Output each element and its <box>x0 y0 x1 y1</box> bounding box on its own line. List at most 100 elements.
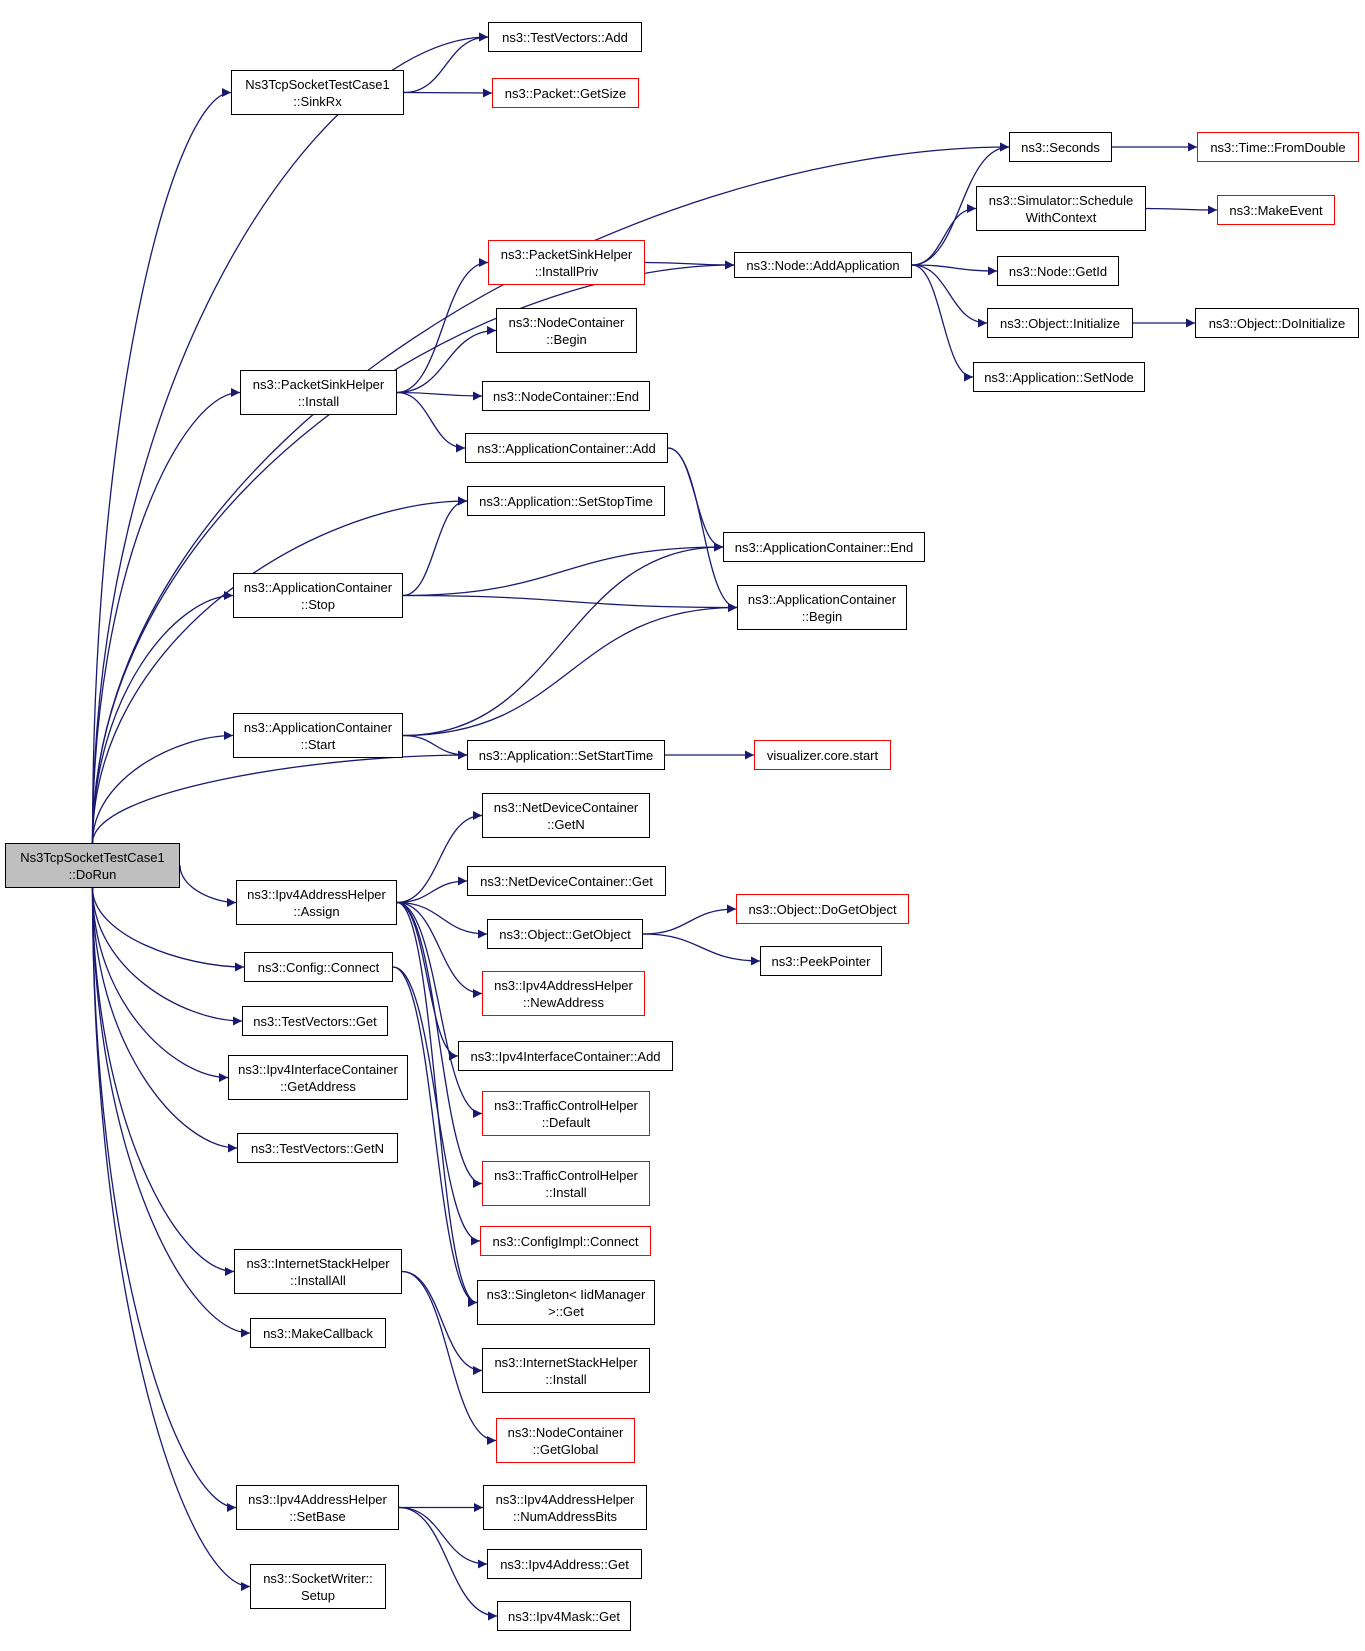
edge-n0-n14 <box>91 388 241 844</box>
node-label: ns3::PacketSinkHelper <box>252 376 385 392</box>
node-ns3-internetstackhelper-install[interactable]: ns3::InternetStackHelper::Install <box>482 1348 650 1393</box>
edge-n22-n21 <box>402 603 738 737</box>
node-ns3-singleton-iidmanager-get[interactable]: ns3::Singleton< IidManager >::Get <box>477 1280 655 1325</box>
node-ns3-makecallback[interactable]: ns3::MakeCallback <box>250 1318 386 1348</box>
node-ns3-nodecontainer-end[interactable]: ns3::NodeContainer::End <box>482 381 650 411</box>
node-ns3-ipv4addresshelper-setbase[interactable]: ns3::Ipv4AddressHelper::SetBase <box>236 1485 399 1530</box>
node-label: ns3::Ipv4InterfaceContainer::Add <box>470 1048 661 1064</box>
node-label: ns3::MakeCallback <box>263 1325 373 1341</box>
node-ns3-trafficcontrolhelper-default[interactable]: ns3::TrafficControlHelper::Default <box>482 1091 650 1136</box>
edge-n0-n33 <box>91 887 243 1026</box>
node-ns3-socketwriter-setup[interactable]: ns3::SocketWriter::Setup <box>250 1564 386 1609</box>
node-label: ::GetGlobal <box>532 1441 599 1457</box>
node-ns3-nodecontainer-getglobal[interactable]: ns3::NodeContainer::GetGlobal <box>496 1418 635 1463</box>
node-label: ns3::TrafficControlHelper <box>494 1097 638 1113</box>
node-visualizer-core-start[interactable]: visualizer.core.start <box>754 740 891 770</box>
node-label: ns3::Object::GetObject <box>499 926 631 942</box>
node-ns3-packetsinkhelper-install[interactable]: ns3::PacketSinkHelper::Install <box>240 370 397 415</box>
node-label: ns3::ApplicationContainer <box>243 719 393 735</box>
node-ns3-netdevicecontainer-getn[interactable]: ns3::NetDeviceContainer::GetN <box>482 793 650 838</box>
node-ns3-makeevent[interactable]: ns3::MakeEvent <box>1217 195 1335 225</box>
node-ns3-internetstackhelper-installall[interactable]: ns3::InternetStackHelper::InstallAll <box>234 1249 402 1294</box>
edge-n0-n37 <box>91 887 238 1153</box>
edge-n0-n20 <box>91 591 234 844</box>
node-ns3-application-setnode[interactable]: ns3::Application::SetNode <box>973 362 1145 392</box>
node-ns3-configimpl-connect[interactable]: ns3::ConfigImpl::Connect <box>480 1226 651 1256</box>
node-ns3-application-setstoptime[interactable]: ns3::Application::SetStopTime <box>467 486 665 516</box>
edge-n45-n49 <box>398 1506 498 1621</box>
node-ns3-ipv4interfacecontainer-getaddress[interactable]: ns3::Ipv4InterfaceContainer::GetAddress <box>228 1055 408 1100</box>
edge-n20-n21 <box>402 594 738 612</box>
node-label: ::Install <box>545 1371 587 1387</box>
node-label: ns3::SocketWriter:: <box>263 1570 373 1586</box>
node-label: ::Install <box>545 1184 587 1200</box>
node-label: ::Start <box>300 736 336 752</box>
node-label: Ns3TcpSocketTestCase1 <box>20 849 165 865</box>
node-label: >::Get <box>548 1303 584 1319</box>
edge-n17-n21 <box>667 447 738 612</box>
node-ns3-ipv4addresshelper-newaddress[interactable]: ns3::Ipv4AddressHelper::NewAddress <box>482 971 645 1016</box>
node-label: ns3::Application::SetStartTime <box>478 747 654 763</box>
node-ns3-ipv4interfacecontainer-add[interactable]: ns3::Ipv4InterfaceContainer::Add <box>458 1041 673 1071</box>
edge-n31-n41 <box>392 966 478 1307</box>
node-ns3-peekpointer[interactable]: ns3::PeekPointer <box>760 946 882 976</box>
edge-n40-n44 <box>401 1270 497 1445</box>
node-ns3-node-getid[interactable]: ns3::Node::GetId <box>997 256 1119 286</box>
node-label: ns3::NodeContainer <box>507 1424 624 1440</box>
node-ns3-time-fromdouble[interactable]: ns3::Time::FromDouble <box>1197 132 1359 162</box>
node-label: ::SinkRx <box>293 93 342 109</box>
node-ns3-netdevicecontainer-get[interactable]: ns3::NetDeviceContainer::Get <box>467 866 666 896</box>
edge-n29-n30 <box>642 933 761 966</box>
node-ns3-ipv4addresshelper-assign[interactable]: ns3::Ipv4AddressHelper::Assign <box>236 880 397 925</box>
node-label: ns3::Ipv4AddressHelper <box>495 1491 635 1507</box>
edge-n0-n48 <box>91 887 251 1591</box>
node-ns3-nodecontainer-begin[interactable]: ns3::NodeContainer::Begin <box>496 308 637 353</box>
edge-n27-n38 <box>396 901 483 1188</box>
edge-n27-n25 <box>396 811 483 904</box>
node-label: ::NumAddressBits <box>512 1508 618 1524</box>
node-ns3-object-initialize[interactable]: ns3::Object::Initialize <box>987 308 1133 338</box>
node-ns3-ipv4addresshelper-numaddressbits[interactable]: ns3::Ipv4AddressHelper::NumAddressBits <box>483 1485 647 1530</box>
edge-n9-n10 <box>911 264 998 276</box>
node-ns3-testvectors-add[interactable]: ns3::TestVectors::Add <box>488 22 642 52</box>
node-ns3-testvectors-getn[interactable]: ns3::TestVectors::GetN <box>237 1133 398 1163</box>
node-ns3-object-doinitialize[interactable]: ns3::Object::DoInitialize <box>1195 308 1359 338</box>
edge-n9-n15 <box>911 264 974 382</box>
node-ns3-applicationcontainer-stop[interactable]: ns3::ApplicationContainer::Stop <box>233 573 403 618</box>
node-label: ns3::TestVectors::GetN <box>251 1140 384 1156</box>
node-label: ns3::Time::FromDouble <box>1210 139 1346 155</box>
node-label: WithContext <box>1025 209 1097 225</box>
node-label: ns3::TrafficControlHelper <box>494 1167 638 1183</box>
edge-n31-n39 <box>392 966 481 1246</box>
node-ns3-object-dogetobject[interactable]: ns3::Object::DoGetObject <box>736 894 909 924</box>
edge-n29-n28 <box>642 904 737 935</box>
node-label: ns3::Packet::GetSize <box>504 85 627 101</box>
node-ns3-application-setstarttime[interactable]: ns3::Application::SetStartTime <box>467 740 665 770</box>
node-ns3-ipv4address-get[interactable]: ns3::Ipv4Address::Get <box>487 1549 642 1579</box>
node-ns3-applicationcontainer-begin[interactable]: ns3::ApplicationContainer::Begin <box>737 585 907 630</box>
node-ns3-seconds[interactable]: ns3::Seconds <box>1009 132 1112 162</box>
edge-n8-n9 <box>644 260 735 270</box>
node-label: ns3::TestVectors::Get <box>253 1013 377 1029</box>
edge-n0-n42 <box>91 887 251 1338</box>
node-ns3-config-connect[interactable]: ns3::Config::Connect <box>244 952 393 982</box>
node-ns3-testvectors-get[interactable]: ns3::TestVectors::Get <box>242 1006 388 1036</box>
node-ns3-applicationcontainer-add[interactable]: ns3::ApplicationContainer::Add <box>465 433 668 463</box>
node-label: ns3::Simulator::Schedule <box>988 192 1134 208</box>
edge-n0-n23 <box>91 750 468 844</box>
node-ns3tcpsockettestcase1-sinkrx[interactable]: Ns3TcpSocketTestCase1::SinkRx <box>231 70 404 115</box>
node-ns3-packet-getsize[interactable]: ns3::Packet::GetSize <box>492 78 639 108</box>
node-label: ::NewAddress <box>523 994 604 1010</box>
node-ns3-object-getobject[interactable]: ns3::Object::GetObject <box>487 919 643 949</box>
node-ns3-trafficcontrolhelper-install[interactable]: ns3::TrafficControlHelper::Install <box>482 1161 650 1206</box>
node-label: ::InstallAll <box>290 1272 346 1288</box>
node-label: ::Begin <box>546 331 587 347</box>
node-ns3-applicationcontainer-start[interactable]: ns3::ApplicationContainer::Start <box>233 713 403 758</box>
node-ns3-ipv4mask-get[interactable]: ns3::Ipv4Mask::Get <box>497 1601 631 1631</box>
node-ns3-node-addapplication[interactable]: ns3::Node::AddApplication <box>734 252 912 278</box>
edge-n0-n2 <box>91 88 232 844</box>
node-ns3-packetsinkhelper-installpriv[interactable]: ns3::PacketSinkHelper::InstallPriv <box>488 240 645 285</box>
node-ns3-applicationcontainer-end[interactable]: ns3::ApplicationContainer::End <box>723 532 925 562</box>
